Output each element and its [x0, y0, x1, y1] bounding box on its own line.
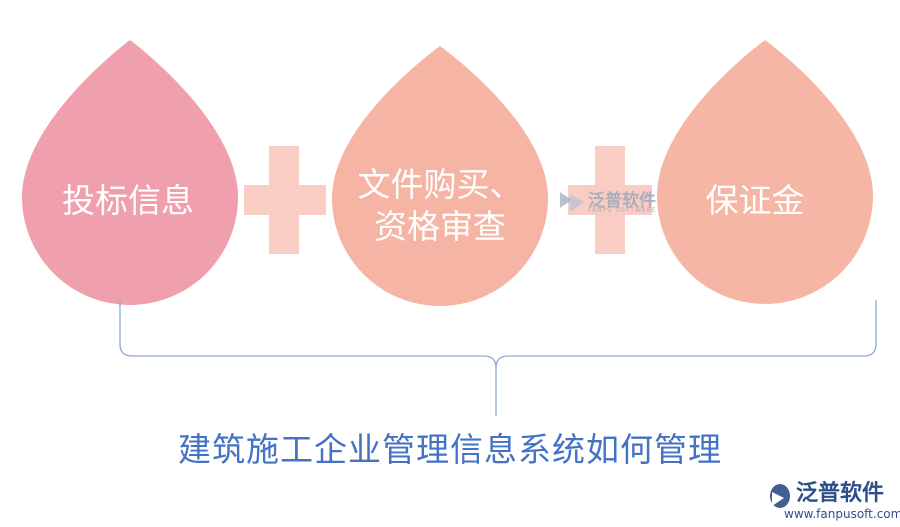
plus-1-horizontal-bar — [244, 185, 326, 215]
curly-brace — [119, 300, 877, 416]
drop-label-deposit: 保证金 — [665, 180, 845, 222]
corner-logo-icon — [770, 484, 790, 508]
drop-shape-2 — [332, 46, 548, 306]
corner-watermark-url: www.fanpusoft.com — [784, 507, 900, 521]
drop-shape-3 — [657, 40, 873, 304]
drop-label-bid-info: 投标信息 — [38, 180, 218, 222]
plus-sign-1 — [244, 146, 326, 254]
drop-2-text-line1: 文件购买、 — [357, 165, 523, 204]
watermark-logo-icon — [560, 192, 584, 212]
drop-shape-1 — [22, 40, 238, 305]
plus-sign-2 — [568, 146, 652, 254]
plus-2-horizontal-bar — [568, 185, 652, 215]
drop-2-text-line2: 资格审查 — [374, 207, 506, 246]
center-watermark-subtext: FANPU SOFTWARE — [588, 207, 657, 214]
diagram-title: 建筑施工企业管理信息系统如何管理 — [178, 430, 722, 469]
drop-3-text: 保证金 — [705, 181, 805, 220]
corner-watermark-text: 泛普软件 — [796, 481, 885, 506]
drop-label-document-purchase: 文件购买、 资格审查 — [350, 164, 530, 248]
center-watermark-text: 泛普软件 — [588, 191, 656, 211]
drop-1-text: 投标信息 — [62, 181, 194, 220]
